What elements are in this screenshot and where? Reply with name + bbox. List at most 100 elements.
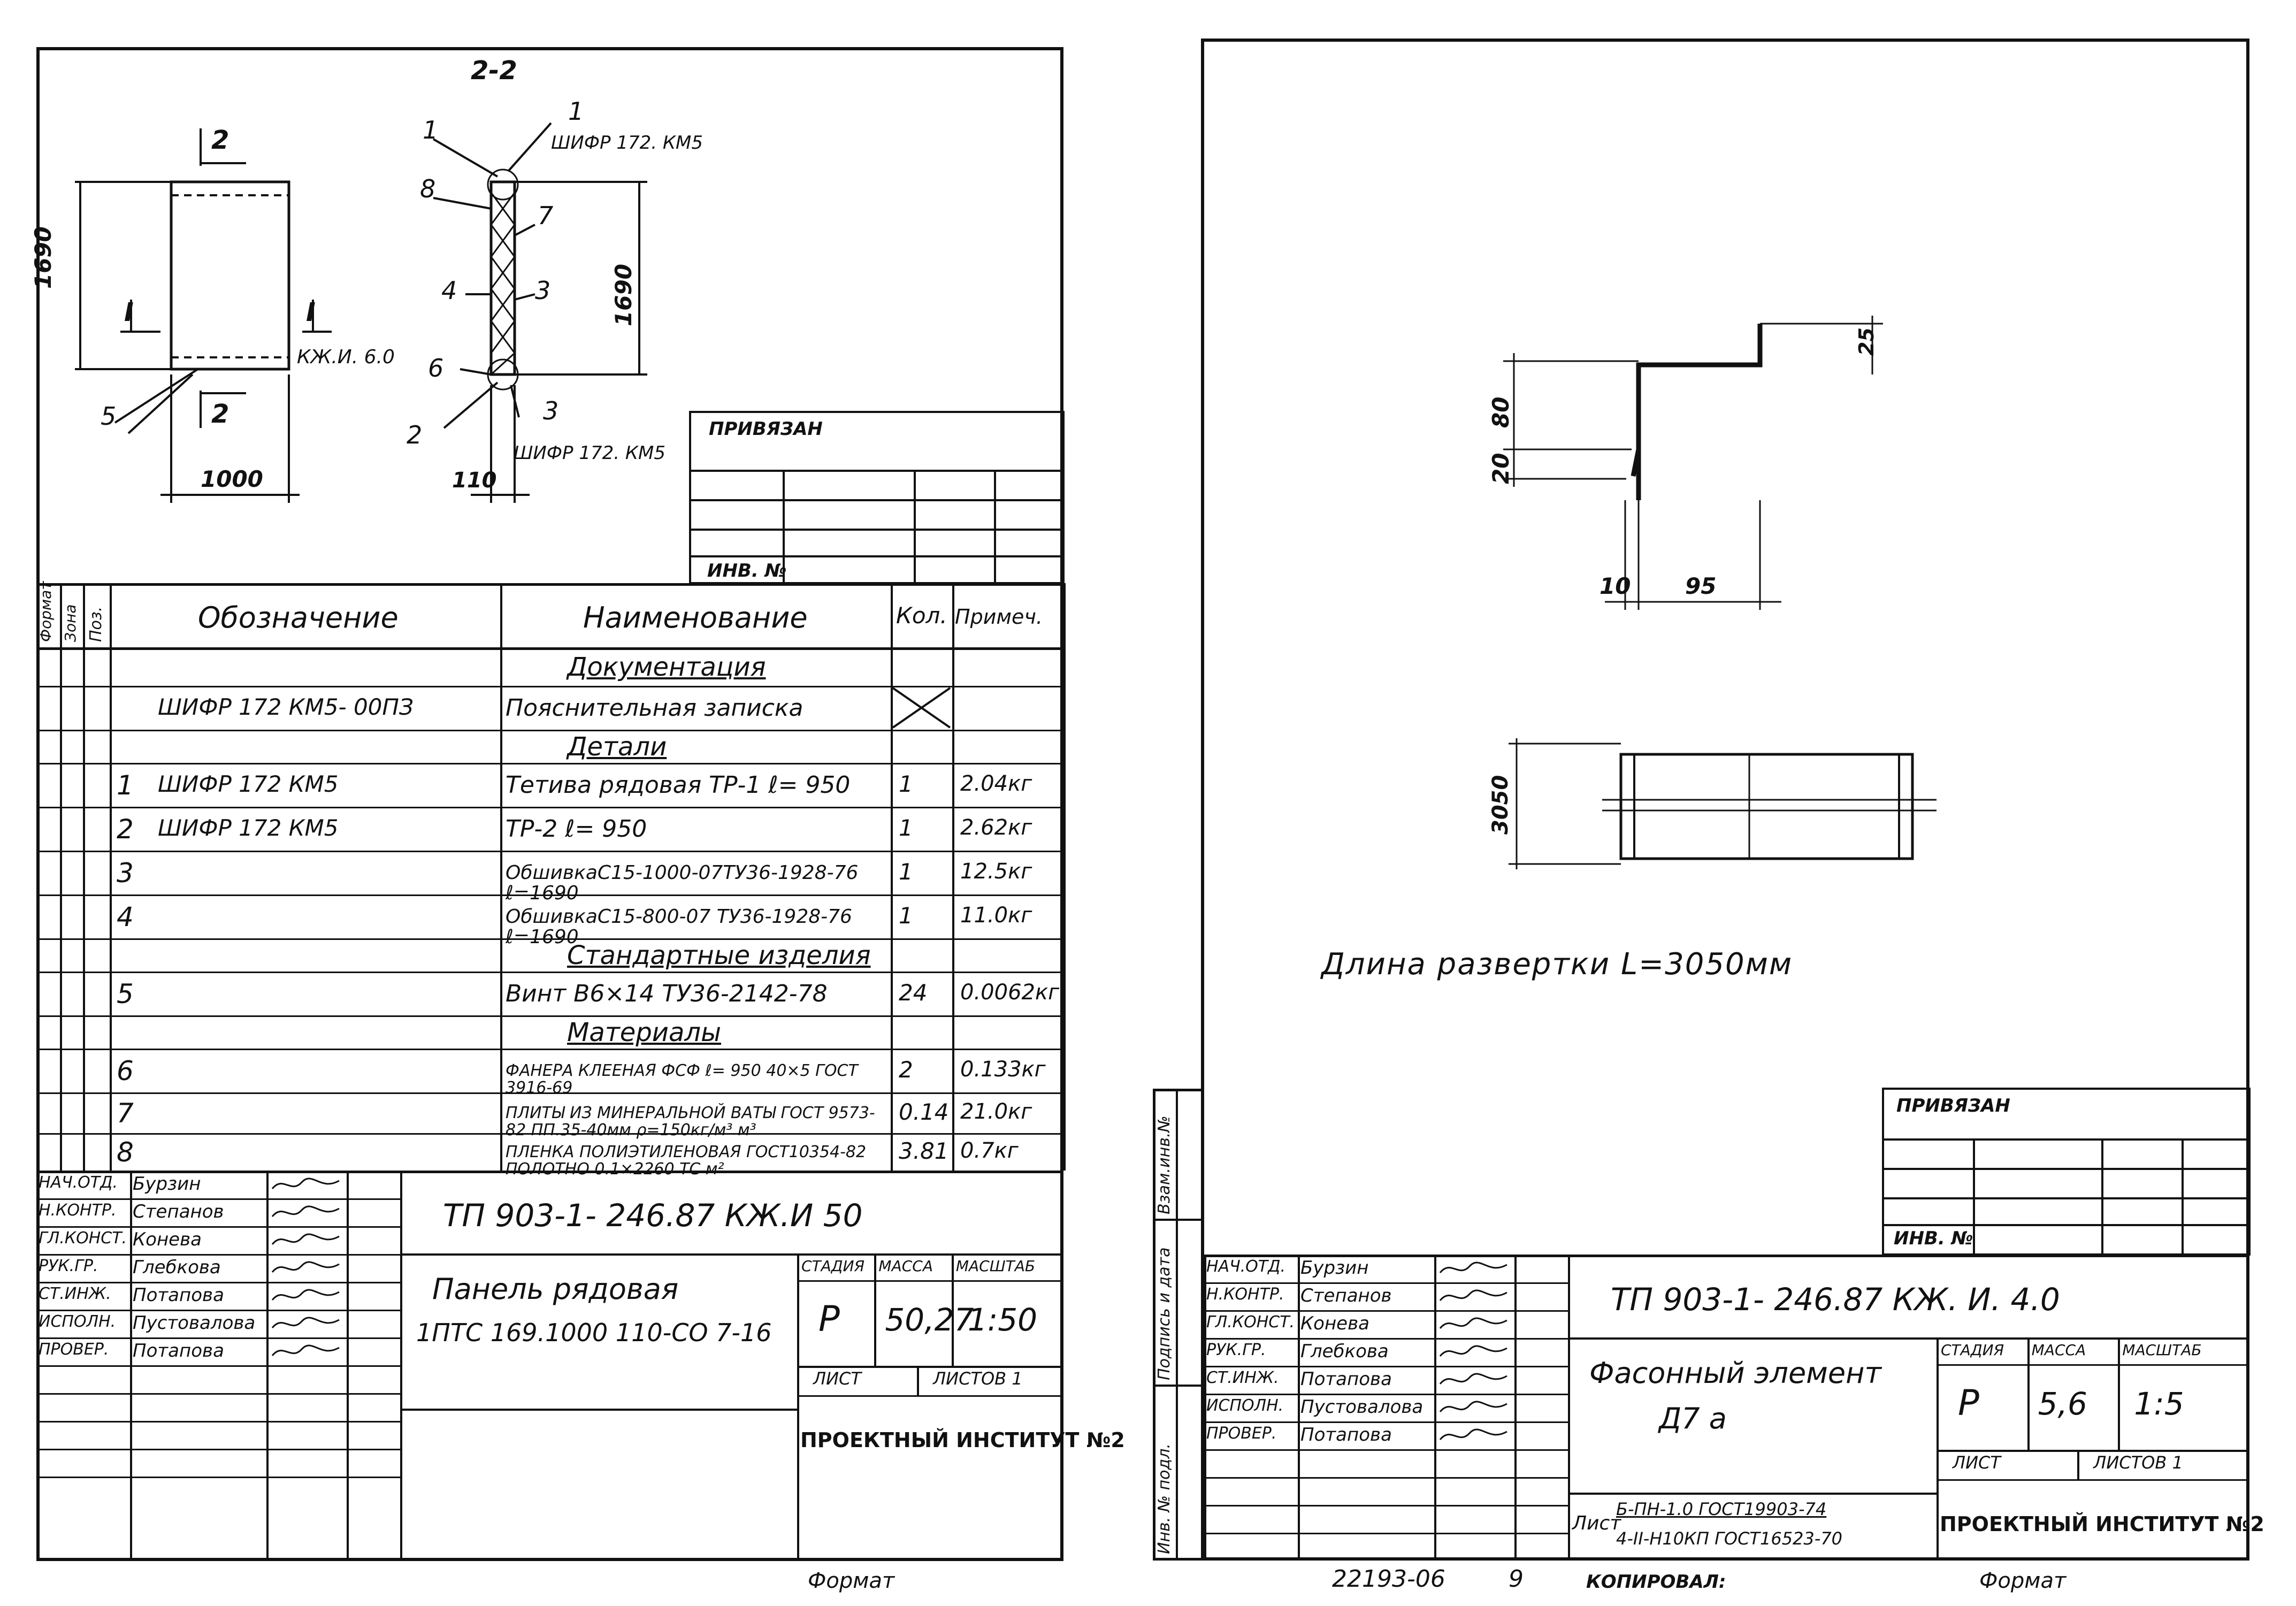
tb-stage-col <box>2027 1337 2030 1450</box>
callout-1b: 1 <box>568 97 584 126</box>
signature-mark <box>271 1344 340 1356</box>
spec-note: 12.5кг <box>960 859 1032 884</box>
tb-sig-rule <box>1204 1394 1568 1395</box>
spec-designation: ШИФР 172 КМ5- 00ПЗ <box>158 694 414 720</box>
spec-head-zone: Зона <box>62 604 79 642</box>
signer-name: Конева <box>133 1229 202 1250</box>
spec-designation: ШИФР 172 КМ5 <box>158 771 339 797</box>
spec-pos: 2 <box>117 814 134 845</box>
tb-sig-rule <box>1204 1477 1568 1479</box>
institute-name: ПРОЕКТНЫЙ ИНСТИТУТ №2 <box>800 1428 1125 1452</box>
cut-mark-left: I <box>124 297 134 327</box>
signature-mark <box>271 1317 340 1328</box>
tb-title-rule <box>400 1409 797 1411</box>
institute-name: ПРОЕКТНЫЙ ИНСТИТУТ №2 <box>1940 1512 2264 1536</box>
tb-sig-col <box>1434 1255 1436 1561</box>
tb-sig-rule <box>36 1198 400 1200</box>
format-label-left: Формат <box>808 1569 895 1593</box>
tb-mid-col <box>797 1253 799 1561</box>
inv-label: ИНВ. № <box>707 560 787 582</box>
spec-qty: 3.81 <box>899 1138 949 1164</box>
scale-value: 1:50 <box>967 1302 1038 1338</box>
tb-top-rule <box>1204 1255 2249 1257</box>
tb-sig-col <box>1568 1255 1570 1561</box>
tb-sig-col <box>36 1171 39 1561</box>
section-mark-top: 2 <box>211 125 229 155</box>
tb-sig-rule <box>1204 1366 1568 1367</box>
tb-sig-rule <box>1204 1533 1568 1534</box>
callout-1a: 1 <box>423 116 439 144</box>
tb-stage-head-rule <box>1937 1364 2249 1366</box>
privyazan-label: ПРИВЯЗАН <box>709 418 823 440</box>
spec-col-rule <box>36 583 39 1171</box>
spec-note: 2.62кг <box>960 815 1032 840</box>
material-line2: 4-II-Н10КП ГОСТ16523-70 <box>1616 1528 1843 1549</box>
spec-name: ОбшивкаС15-1000-07ТУ36-1928-76 ℓ=1690 <box>506 862 859 904</box>
signature-mark <box>271 1261 340 1273</box>
spec-row: Материалы <box>36 1015 1063 1049</box>
tb-sig-rule <box>36 1421 400 1423</box>
dim-thickness: 110 <box>452 468 497 493</box>
signer-role: ИСПОЛН. <box>39 1312 116 1331</box>
ref-top: ШИФР 172. КМ5 <box>551 132 703 154</box>
signer-role: ИСПОЛН. <box>1206 1396 1284 1415</box>
signer-name: Бурзин <box>1300 1257 1369 1279</box>
signature-mark <box>271 1177 340 1189</box>
tb-sig-rule <box>36 1449 400 1450</box>
dim-width: 1000 <box>201 466 263 492</box>
signature-mark <box>271 1289 340 1301</box>
unfold-length: Длина развертки L=3050мм <box>1321 947 1793 982</box>
spec-row: Стандартные изделия <box>36 938 1063 972</box>
spec-pos: 5 <box>117 978 134 1010</box>
tb-sig-col <box>400 1171 402 1561</box>
tb-sig-rule <box>36 1393 400 1395</box>
signer-name: Пустовалова <box>133 1312 256 1334</box>
format-label-right: Формат <box>1979 1569 2067 1593</box>
crossed-cell <box>892 687 951 729</box>
spec-row-rule <box>36 807 1063 808</box>
spec-designation: ШИФР 172 КМ5 <box>158 815 339 841</box>
dim-10: 10 <box>1599 573 1631 599</box>
signer-name: Степанов <box>133 1201 224 1222</box>
sheets-label: ЛИСТОВ 1 <box>2093 1452 2183 1473</box>
signer-role: Н.КОНТР. <box>39 1201 117 1220</box>
spec-col-rule <box>500 583 502 1171</box>
mass-value: 5,6 <box>2038 1386 2087 1422</box>
doc-code: ТП 903-1- 246.87 КЖ.И 50 <box>443 1197 863 1234</box>
spec-pos: 4 <box>117 901 134 932</box>
signer-role: ПРОВЕР. <box>39 1340 109 1359</box>
callout-3b: 3 <box>543 396 559 425</box>
signature-mark <box>1439 1345 1507 1357</box>
spec-row-rule <box>36 1015 1063 1017</box>
dim-20: 20 <box>1488 453 1514 484</box>
signer-name: Бурзин <box>133 1173 201 1195</box>
tb-sig-rule <box>36 1310 400 1311</box>
signer-name: Потапова <box>133 1284 224 1306</box>
side-stamp-signature: Подпись и дата <box>1155 1247 1174 1381</box>
mass-label: МАССА <box>2031 1341 2086 1359</box>
scale-label: МАСШТАБ <box>2122 1341 2202 1359</box>
spec-col-rule <box>1063 583 1066 1171</box>
spec-note: 2.04кг <box>960 771 1032 796</box>
dim-3050: 3050 <box>1488 775 1513 835</box>
spec-pos: 7 <box>117 1098 134 1129</box>
signer-role: РУК.ГР. <box>1206 1341 1266 1359</box>
spec-head-note: Примеч. <box>955 605 1043 629</box>
signer-name: Глебкова <box>1300 1341 1389 1362</box>
spec-qty: 1 <box>899 771 913 797</box>
spec-col-rule <box>110 583 112 1171</box>
side-stamp-inv: Инв. № подл. <box>1155 1443 1174 1554</box>
signer-name: Степанов <box>1300 1285 1392 1306</box>
signature-mark <box>1439 1401 1507 1412</box>
dim-25: 25 <box>1855 327 1878 356</box>
tb-sig-rule <box>36 1365 400 1367</box>
doc-code: ТП 903-1- 246.87 КЖ. И. 4.0 <box>1611 1281 2060 1318</box>
scale-value: 1:5 <box>2134 1386 2184 1422</box>
spec-pos: 1 <box>117 770 134 801</box>
tb-sig-col <box>130 1171 132 1561</box>
dim-80: 80 <box>1488 396 1514 428</box>
side-stamp <box>1153 1089 1204 1561</box>
